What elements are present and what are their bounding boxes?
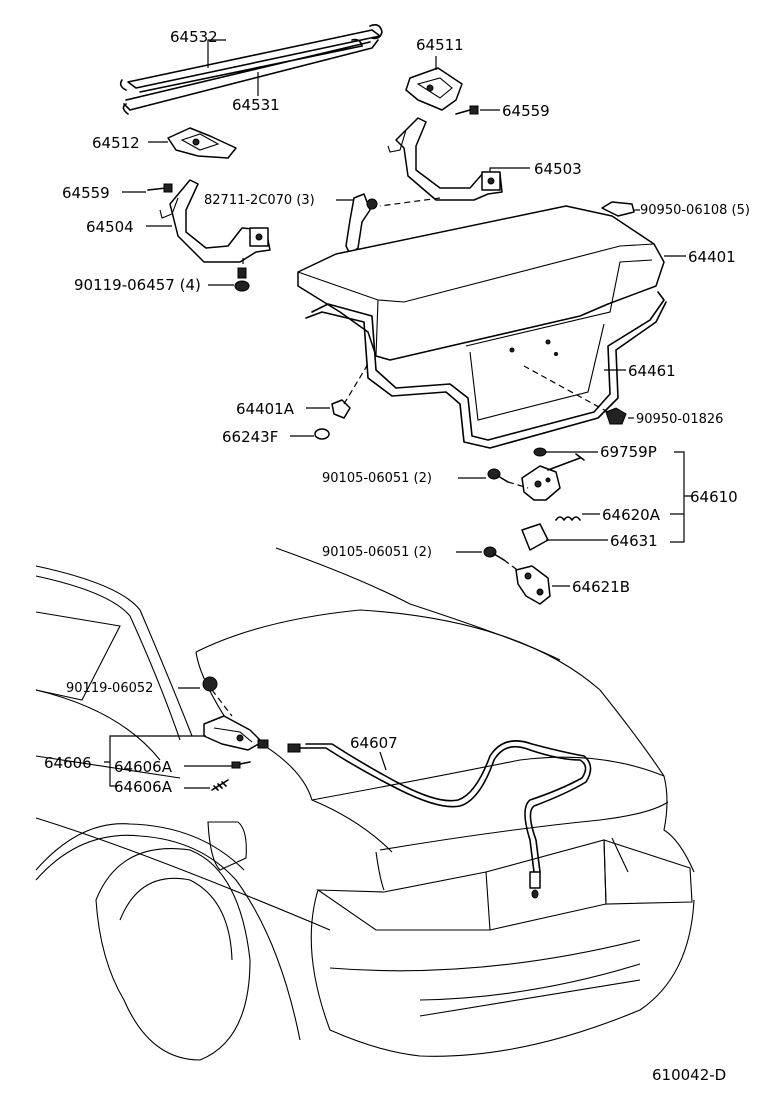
release-cable-64607: [287, 740, 592, 899]
figure-code: 610042-D: [652, 1066, 726, 1084]
plug-66243F: [314, 428, 330, 440]
label-64621B: 64621B: [572, 578, 630, 596]
bolt-90105-06051-b: [483, 546, 505, 561]
label-64607: 64607: [350, 734, 398, 752]
wire-clip-82711: [345, 193, 378, 255]
label-64461: 64461: [628, 362, 676, 380]
release-lever-64606: [202, 676, 269, 791]
dashed-line-64503: [379, 197, 441, 207]
label-69759P: 69759P: [600, 443, 657, 461]
grommet-90950-01826: [605, 407, 627, 425]
label-64503: 64503: [534, 160, 582, 178]
cushion-64401A: [331, 399, 351, 419]
label-90105-06051-a: 90105-06051 (2): [322, 471, 432, 486]
bracket-64606: [104, 735, 206, 787]
weatherstrip-64461: [305, 291, 667, 449]
label-64401: 64401: [688, 248, 736, 266]
dashed-line-90119-06052: [211, 689, 233, 717]
label-64610: 64610: [690, 488, 738, 506]
hinge-bracket-64511: [405, 67, 463, 111]
label-64606A-2: 64606A: [114, 778, 173, 796]
label-64401A: 64401A: [236, 400, 295, 418]
leader-64607: [379, 751, 387, 771]
lock-assembly-64610: [521, 447, 585, 551]
label-90105-06051-b: 90105-06051 (2): [322, 545, 432, 560]
label-90950-06108: 90950-06108 (5): [640, 203, 750, 218]
label-90950-01826: 90950-01826: [636, 412, 723, 427]
bolt-90105-06051-a: [487, 468, 509, 483]
dashed-line-90950-01826: [523, 365, 609, 413]
striker-64621B: [515, 565, 551, 605]
bracket-64610: [670, 451, 692, 543]
dashed-line-90105-a: [507, 481, 529, 489]
label-64512: 64512: [92, 134, 140, 152]
bolt-64559-left: [147, 183, 173, 193]
hinge-64503: [387, 117, 503, 201]
car-body: [35, 547, 695, 1061]
label-64559-right: 64559: [502, 102, 550, 120]
label-64606A-1: 64606A: [114, 758, 173, 776]
leader-64503: [489, 167, 530, 172]
leader-64532: [207, 39, 226, 68]
label-64620A: 64620A: [602, 506, 661, 524]
label-90119-06052: 90119-06052: [66, 681, 153, 696]
dashed-line-64401A: [343, 363, 369, 405]
dashed-line-90105-b: [503, 559, 521, 573]
bolt-90119-06457: [234, 267, 250, 292]
label-64606: 64606: [44, 754, 92, 772]
label-82711: 82711-2C070 (3): [204, 193, 315, 208]
label-64631: 64631: [610, 532, 658, 550]
label-64504: 64504: [86, 218, 134, 236]
bolt-64559-right: [455, 105, 479, 115]
label-66243F: 66243F: [222, 428, 278, 446]
label-90119-06457: 90119-06457 (4): [74, 276, 201, 294]
grommet-90950-06108: [601, 201, 635, 217]
hinge-64504: [159, 179, 271, 263]
hinge-bracket-64512: [167, 127, 237, 159]
label-64511: 64511: [416, 36, 464, 54]
torsion-bars: [119, 24, 383, 115]
label-64531: 64531: [232, 96, 280, 114]
label-64559-left: 64559: [62, 184, 110, 202]
label-64532: 64532: [170, 28, 218, 46]
